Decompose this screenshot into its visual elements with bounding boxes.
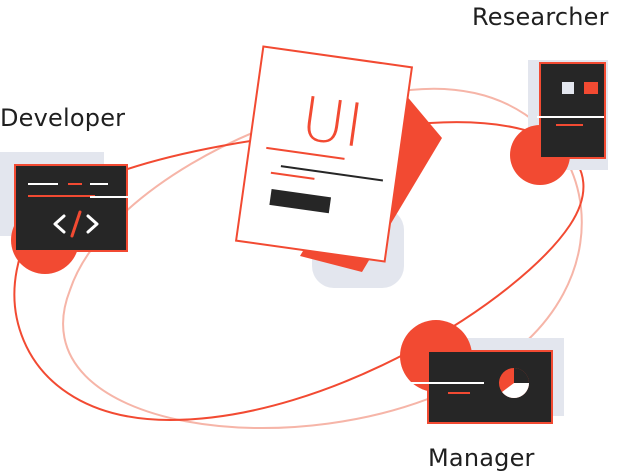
- manager-card-screen: [427, 350, 553, 424]
- code-icon: [53, 210, 99, 238]
- developer-card: [0, 152, 128, 274]
- researcher-card: [510, 60, 608, 185]
- researcher-card-screen: [539, 62, 606, 159]
- document-line-1: [266, 146, 345, 160]
- developer-card-screen: [14, 164, 128, 252]
- pie-chart-icon: [499, 368, 529, 399]
- document-line-3: [270, 171, 315, 180]
- orbit-light: [62, 87, 583, 429]
- ui-logo: UI: [297, 84, 368, 162]
- ui-document: UI: [234, 45, 442, 288]
- manager-label: Manager: [428, 444, 535, 472]
- manager-card: [400, 320, 564, 424]
- researcher-label: Researcher: [472, 3, 609, 31]
- layout-icon: [562, 82, 598, 94]
- document-line-2: [280, 165, 384, 182]
- document-sheet: [234, 45, 414, 263]
- document-block: [269, 189, 332, 214]
- developer-label: Developer: [0, 104, 126, 132]
